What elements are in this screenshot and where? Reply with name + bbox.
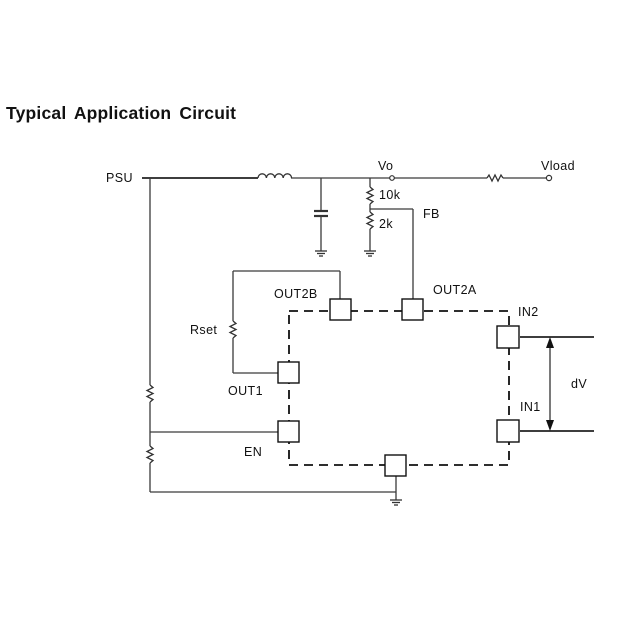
label-en: EN bbox=[244, 445, 262, 459]
pin-out2b bbox=[329, 298, 352, 321]
ground-symbol-capacitor bbox=[315, 250, 327, 257]
label-r-top: 10k bbox=[379, 188, 401, 202]
label-out1: OUT1 bbox=[228, 384, 263, 398]
ic-ground bbox=[390, 476, 402, 506]
output-capacitor bbox=[314, 178, 328, 251]
ground-symbol-divider bbox=[364, 250, 376, 257]
pin-out2a bbox=[401, 298, 424, 321]
ic-package-outline bbox=[288, 310, 510, 466]
vo-node bbox=[389, 175, 395, 181]
pin-in1 bbox=[496, 419, 520, 443]
rset-network bbox=[228, 270, 341, 374]
label-dv: dV bbox=[571, 377, 587, 391]
label-vload: Vload bbox=[541, 159, 575, 173]
label-psu: PSU bbox=[106, 171, 133, 185]
label-fb: FB bbox=[423, 207, 440, 221]
inductor bbox=[257, 173, 293, 179]
vload-terminal bbox=[545, 174, 553, 182]
label-vo: Vo bbox=[378, 159, 393, 173]
pin-in2 bbox=[496, 325, 520, 349]
psu-sense-network bbox=[145, 178, 396, 493]
pin-en bbox=[277, 420, 300, 443]
feedback-divider bbox=[365, 178, 414, 300]
pin-gnd bbox=[384, 454, 407, 477]
pin-out1 bbox=[277, 361, 300, 384]
page-title: Typical Application Circuit bbox=[6, 103, 237, 123]
label-in1: IN1 bbox=[520, 400, 541, 414]
dv-arrow bbox=[546, 337, 554, 431]
label-r-bottom: 2k bbox=[379, 217, 393, 231]
label-out2a: OUT2A bbox=[433, 283, 477, 297]
label-out2b: OUT2B bbox=[274, 287, 318, 301]
label-rset: Rset bbox=[190, 323, 217, 337]
load-resistor bbox=[486, 173, 504, 183]
label-in2: IN2 bbox=[518, 305, 539, 319]
